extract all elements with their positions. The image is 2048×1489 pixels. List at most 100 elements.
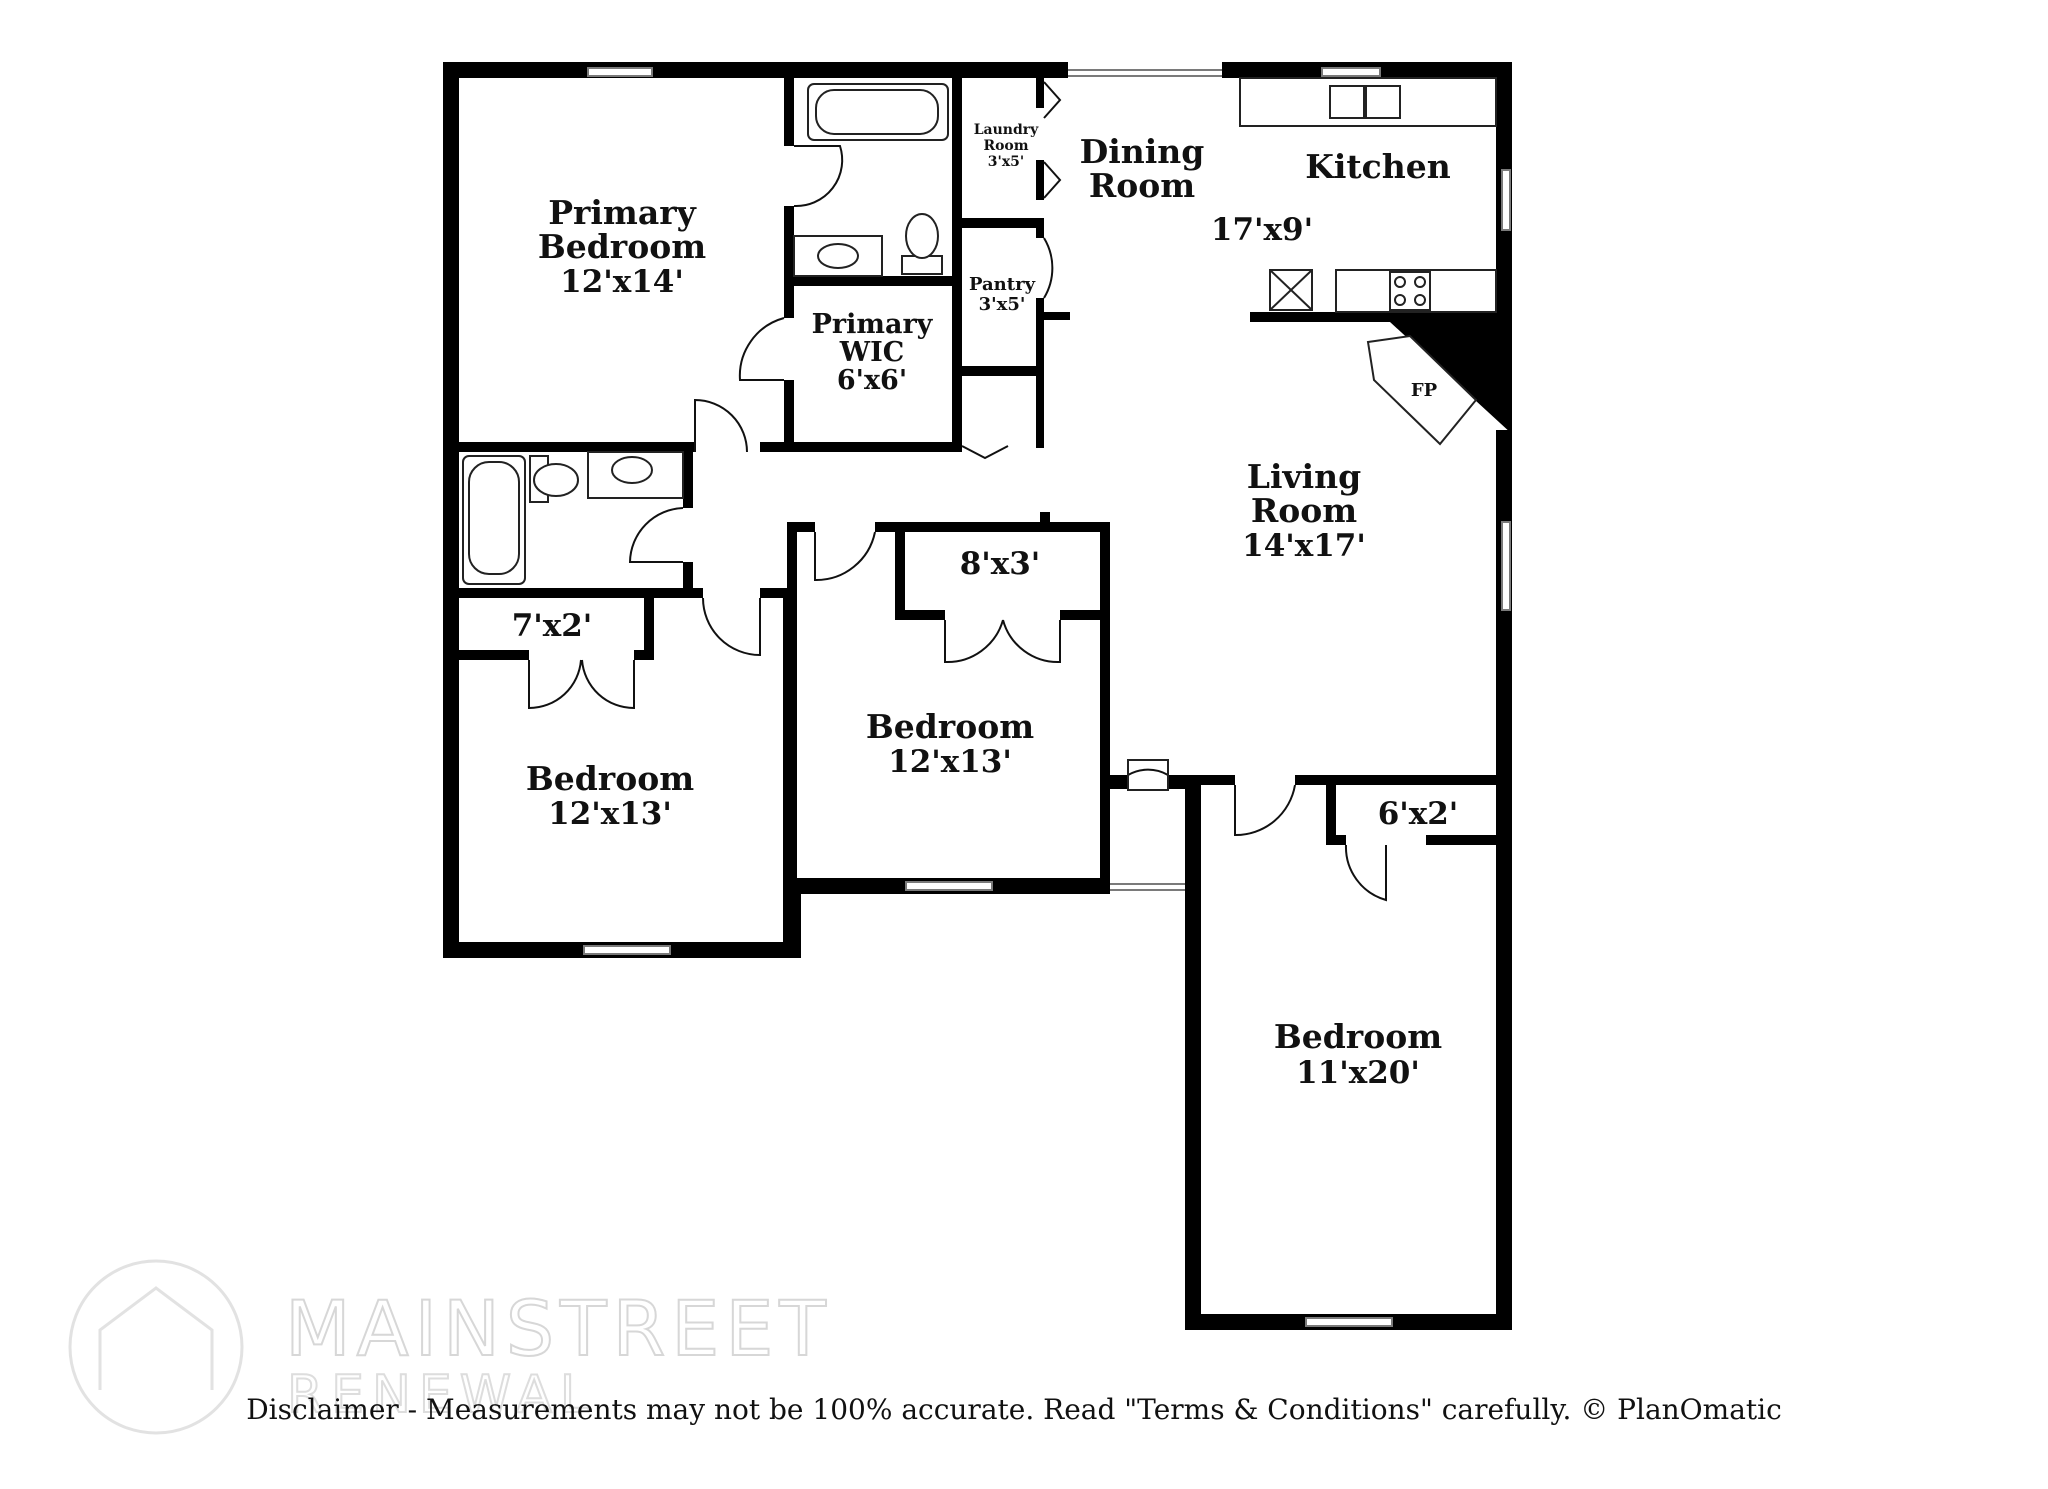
living-name-2: Room bbox=[1251, 491, 1357, 530]
window-kitchen-right bbox=[1501, 169, 1511, 231]
bedroom-right-name: Bedroom bbox=[1274, 1017, 1442, 1056]
laundry-name-2: Room bbox=[983, 138, 1028, 154]
refrigerator-diag-2 bbox=[1269, 269, 1313, 311]
wall-laundry-east-mid bbox=[1036, 160, 1044, 200]
dining-name-2: Room bbox=[1089, 166, 1195, 205]
closet-7x2-dims: 7'x2' bbox=[512, 608, 593, 644]
primary-wic-name-1: Primary bbox=[812, 309, 934, 340]
wall-pantry-stub bbox=[1036, 312, 1070, 320]
primary-bedroom-name-1: Primary bbox=[548, 193, 696, 232]
disclaimer: Disclaimer - Measurements may not be 100… bbox=[0, 1393, 2048, 1426]
burner-2 bbox=[1414, 276, 1426, 288]
wall-wic-south bbox=[760, 442, 960, 452]
disclaimer-text: Disclaimer - Measurements may not be 100… bbox=[246, 1393, 1782, 1426]
primary-bathtub-inner bbox=[815, 89, 939, 135]
door-closet-6x2 bbox=[1344, 844, 1387, 902]
burner-3 bbox=[1394, 294, 1406, 306]
wall-left-bedroom-north-stub bbox=[760, 588, 793, 598]
wall-entry-right bbox=[1168, 775, 1186, 789]
windows bbox=[583, 67, 1511, 1327]
burner-4 bbox=[1414, 294, 1426, 306]
burner-1 bbox=[1394, 276, 1406, 288]
bedroom-middle-dims: 12'x13' bbox=[888, 744, 1012, 780]
primary-bathtub bbox=[807, 83, 949, 141]
watermark-line2: RENEWAL bbox=[287, 1365, 597, 1425]
bedroom-middle-name: Bedroom bbox=[866, 707, 1034, 746]
laundry-name-1: Laundry bbox=[974, 122, 1039, 138]
window-living-right bbox=[1501, 521, 1511, 611]
window-middle-bedroom bbox=[905, 881, 993, 891]
wall-right-bedroom-north-left bbox=[1185, 775, 1235, 785]
wall-right-bedroom-left bbox=[1185, 775, 1201, 1330]
door-primary-bedroom bbox=[694, 398, 748, 453]
room-labels: Primary Bedroom 12'x14' Primary WIC 6'x6… bbox=[512, 122, 1459, 1091]
bedroom-right-dims: 11'x20' bbox=[1296, 1055, 1420, 1091]
closet-8x3-dims: 8'x3' bbox=[960, 546, 1041, 582]
wall-wic-west-upper bbox=[784, 276, 794, 318]
kitchen-sink-right bbox=[1365, 85, 1401, 119]
window-kitchen-top bbox=[1321, 67, 1381, 77]
door-hall-closet bbox=[961, 445, 1009, 460]
wall-bath-wic bbox=[784, 276, 960, 286]
bedroom-left-dims: 12'x13' bbox=[548, 796, 672, 832]
living-dims: 14'x17' bbox=[1242, 528, 1366, 564]
wall-pantry-east-upper bbox=[1036, 218, 1044, 238]
door-wic bbox=[738, 317, 785, 381]
door-left-bedroom bbox=[702, 597, 761, 657]
door-primary-bath bbox=[793, 145, 844, 208]
wall-laundry-east bbox=[1036, 78, 1044, 108]
window-left-bedroom bbox=[583, 945, 671, 955]
doors bbox=[528, 81, 1387, 902]
hall-toilet-bowl bbox=[533, 463, 579, 497]
pantry-dims: 3'x5' bbox=[979, 294, 1026, 315]
dining-name-1: Dining bbox=[1080, 132, 1205, 171]
primary-wic-dims: 6'x6' bbox=[837, 365, 907, 396]
primary-bedroom-name-2: Bedroom bbox=[538, 227, 706, 266]
kitchen-refrigerator bbox=[1269, 269, 1313, 311]
wall-closet-7x2-bottom-left bbox=[459, 650, 529, 660]
door-closet-7x2-left bbox=[528, 659, 582, 710]
hall-bathtub bbox=[462, 455, 526, 585]
wall-entry-left bbox=[1110, 775, 1128, 789]
wall-primary-bath-west bbox=[784, 78, 794, 146]
wall-middle-bedroom-west bbox=[787, 522, 797, 878]
door-entry bbox=[1127, 768, 1169, 776]
wall-pantry-south bbox=[962, 366, 1042, 376]
wall-closet-8x3-south-left bbox=[895, 610, 945, 620]
watermark-house-icon bbox=[98, 1286, 214, 1390]
watermark-circle-icon bbox=[68, 1259, 244, 1435]
primary-wic-name-2: WIC bbox=[839, 337, 904, 368]
door-pantry bbox=[1043, 237, 1054, 299]
primary-sink bbox=[817, 243, 859, 269]
window-right-bedroom bbox=[1305, 1317, 1393, 1327]
wall-middle-bedroom-north-left bbox=[787, 522, 815, 532]
watermark-logo: MAINSTREET RENEWAL bbox=[68, 1259, 832, 1435]
bedroom-left-name: Bedroom bbox=[526, 759, 694, 798]
wall-pantry-east-lower bbox=[1036, 298, 1044, 448]
door-hall-bath bbox=[628, 507, 684, 563]
hall-sink bbox=[611, 456, 653, 484]
door-closet-8x3-left bbox=[944, 619, 1004, 664]
hall-vanity bbox=[587, 451, 684, 499]
living-name-1: Living bbox=[1247, 457, 1362, 496]
closet-6x2-dims: 6'x2' bbox=[1378, 796, 1459, 832]
door-entry-frame bbox=[1127, 759, 1169, 791]
wall-closet-6x2-west bbox=[1326, 775, 1336, 843]
wall-hall-bath-north bbox=[443, 442, 693, 452]
door-closet-8x3-right bbox=[1002, 619, 1061, 664]
primary-toilet-bowl bbox=[905, 213, 939, 259]
wall-hall-bath-east-upper bbox=[683, 442, 693, 508]
fireplace-hearth bbox=[1366, 334, 1478, 446]
kitchen-range bbox=[1389, 271, 1431, 311]
door-laundry-top bbox=[1043, 81, 1062, 119]
wall-closet-6x2-south-left bbox=[1326, 835, 1346, 845]
wall-wic-west-lower bbox=[784, 380, 794, 452]
laundry-dims: 3'x5' bbox=[988, 154, 1024, 170]
wall-closet-8x3-west bbox=[895, 532, 905, 620]
wall-middle-bedroom-north-right bbox=[875, 522, 1110, 532]
watermark-line1: MAINSTREET bbox=[285, 1284, 832, 1373]
kitchen-counter-bottom bbox=[1335, 269, 1497, 313]
wall-primary-bath-east bbox=[952, 78, 962, 452]
wall-middle-bedroom-east bbox=[1100, 522, 1110, 894]
